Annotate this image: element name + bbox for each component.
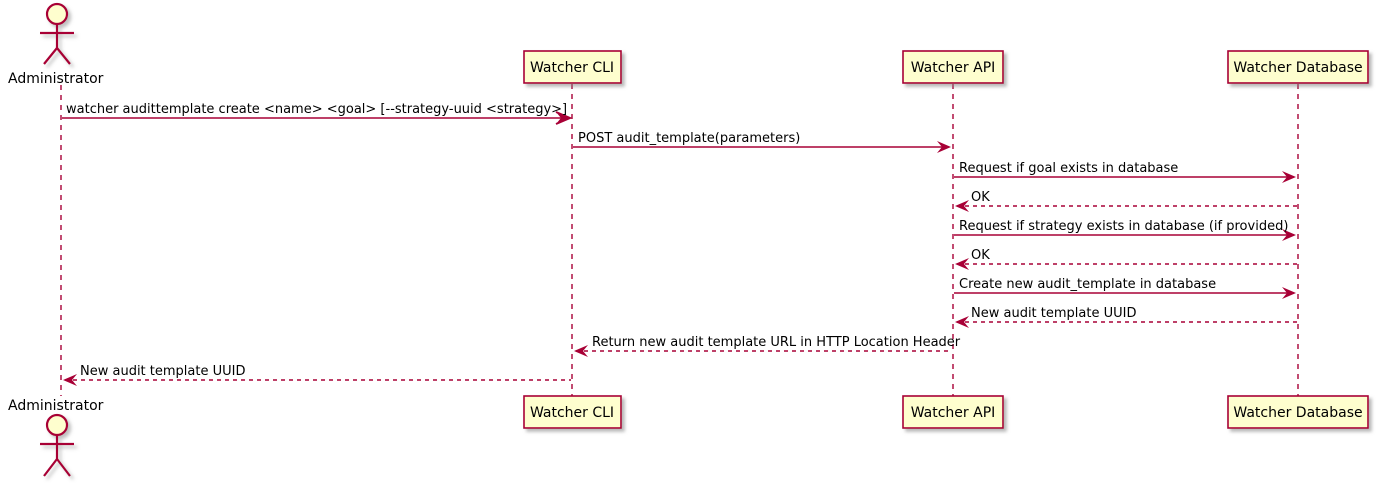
participant-box-rect	[1227, 395, 1369, 429]
message-7[interactable]: New audit template UUID	[955, 306, 1297, 328]
message-label: Return new audit template URL in HTTP Lo…	[592, 335, 961, 350]
message-arrowhead-icon	[955, 200, 969, 212]
participant-box-watcher-database-bottom[interactable]: Watcher Database	[1227, 395, 1369, 429]
actor-leg-left-icon	[43, 47, 58, 65]
message-0[interactable]: watcher audittemplate create <name> <goa…	[62, 102, 573, 125]
actor-administrator-top[interactable]	[40, 2, 74, 65]
message-label: Request if goal exists in database	[959, 161, 1178, 176]
message-1[interactable]: POST audit_template(parameters)	[573, 131, 951, 153]
actor-leg-right-icon	[56, 458, 71, 477]
message-arrowhead-icon	[1282, 287, 1296, 299]
participant-box-rect	[523, 50, 622, 84]
message-label: Create new audit_template in database	[959, 277, 1216, 292]
actor-head-icon	[45, 2, 69, 26]
participant-label-watcher-api-bottom: Watcher API	[911, 405, 996, 421]
participant-box-watcher-api-bottom[interactable]: Watcher API	[902, 395, 1004, 429]
participant-box-rect	[523, 395, 622, 429]
participant-label-watcher-cli-bottom: Watcher CLI	[530, 405, 614, 421]
participant-box-rect	[1227, 50, 1369, 84]
message-arrowhead-icon	[63, 374, 77, 386]
participant-box-rect	[902, 395, 1004, 429]
actor-label-administrator-bottom: Administrator	[8, 398, 104, 414]
actor-administrator-bottom[interactable]	[40, 413, 74, 477]
message-arrowhead-icon	[1282, 171, 1296, 183]
actor-leg-right-icon	[56, 47, 71, 65]
message-arrowhead-icon	[937, 141, 951, 153]
message-8[interactable]: Return new audit template URL in HTTP Lo…	[574, 335, 961, 357]
lifelines-group	[60, 84, 1299, 396]
message-arrowhead-fill-icon	[556, 112, 570, 124]
message-4[interactable]: Request if strategy exists in database (…	[954, 219, 1296, 241]
message-label: New audit template UUID	[971, 306, 1136, 321]
message-arrowhead-icon	[1282, 229, 1296, 241]
message-label: watcher audittemplate create <name> <goa…	[66, 102, 567, 117]
message-label: New audit template UUID	[80, 364, 245, 379]
message-arrowhead-icon	[574, 345, 588, 357]
participant-box-watcher-api-top[interactable]: Watcher API	[902, 50, 1004, 84]
message-label: OK	[971, 190, 990, 205]
participant-box-watcher-cli-bottom[interactable]: Watcher CLI	[523, 395, 622, 429]
message-3[interactable]: OK	[955, 190, 1297, 212]
message-label: Request if strategy exists in database (…	[959, 219, 1288, 234]
message-9[interactable]: New audit template UUID	[63, 364, 571, 386]
message-label: OK	[971, 248, 990, 263]
message-2[interactable]: Request if goal exists in database	[954, 161, 1296, 183]
participant-label-watcher-database-bottom: Watcher Database	[1233, 405, 1362, 421]
message-5[interactable]: OK	[955, 248, 1297, 270]
participant-box-watcher-database-top[interactable]: Watcher Database	[1227, 50, 1369, 84]
actor-head-icon	[45, 413, 69, 437]
message-label: POST audit_template(parameters)	[578, 131, 800, 146]
participant-box-watcher-cli-top[interactable]: Watcher CLI	[523, 50, 622, 84]
participant-label-watcher-api-top: Watcher API	[911, 60, 996, 76]
participant-box-rect	[902, 50, 1004, 84]
actor-label-administrator-top: Administrator	[8, 71, 104, 87]
message-6[interactable]: Create new audit_template in database	[954, 277, 1296, 299]
participant-label-watcher-cli-top: Watcher CLI	[530, 60, 614, 76]
message-arrowhead-icon	[955, 258, 969, 270]
actor-leg-left-icon	[43, 458, 58, 477]
participant-label-watcher-database-top: Watcher Database	[1233, 60, 1362, 76]
message-arrowhead-icon	[955, 316, 969, 328]
